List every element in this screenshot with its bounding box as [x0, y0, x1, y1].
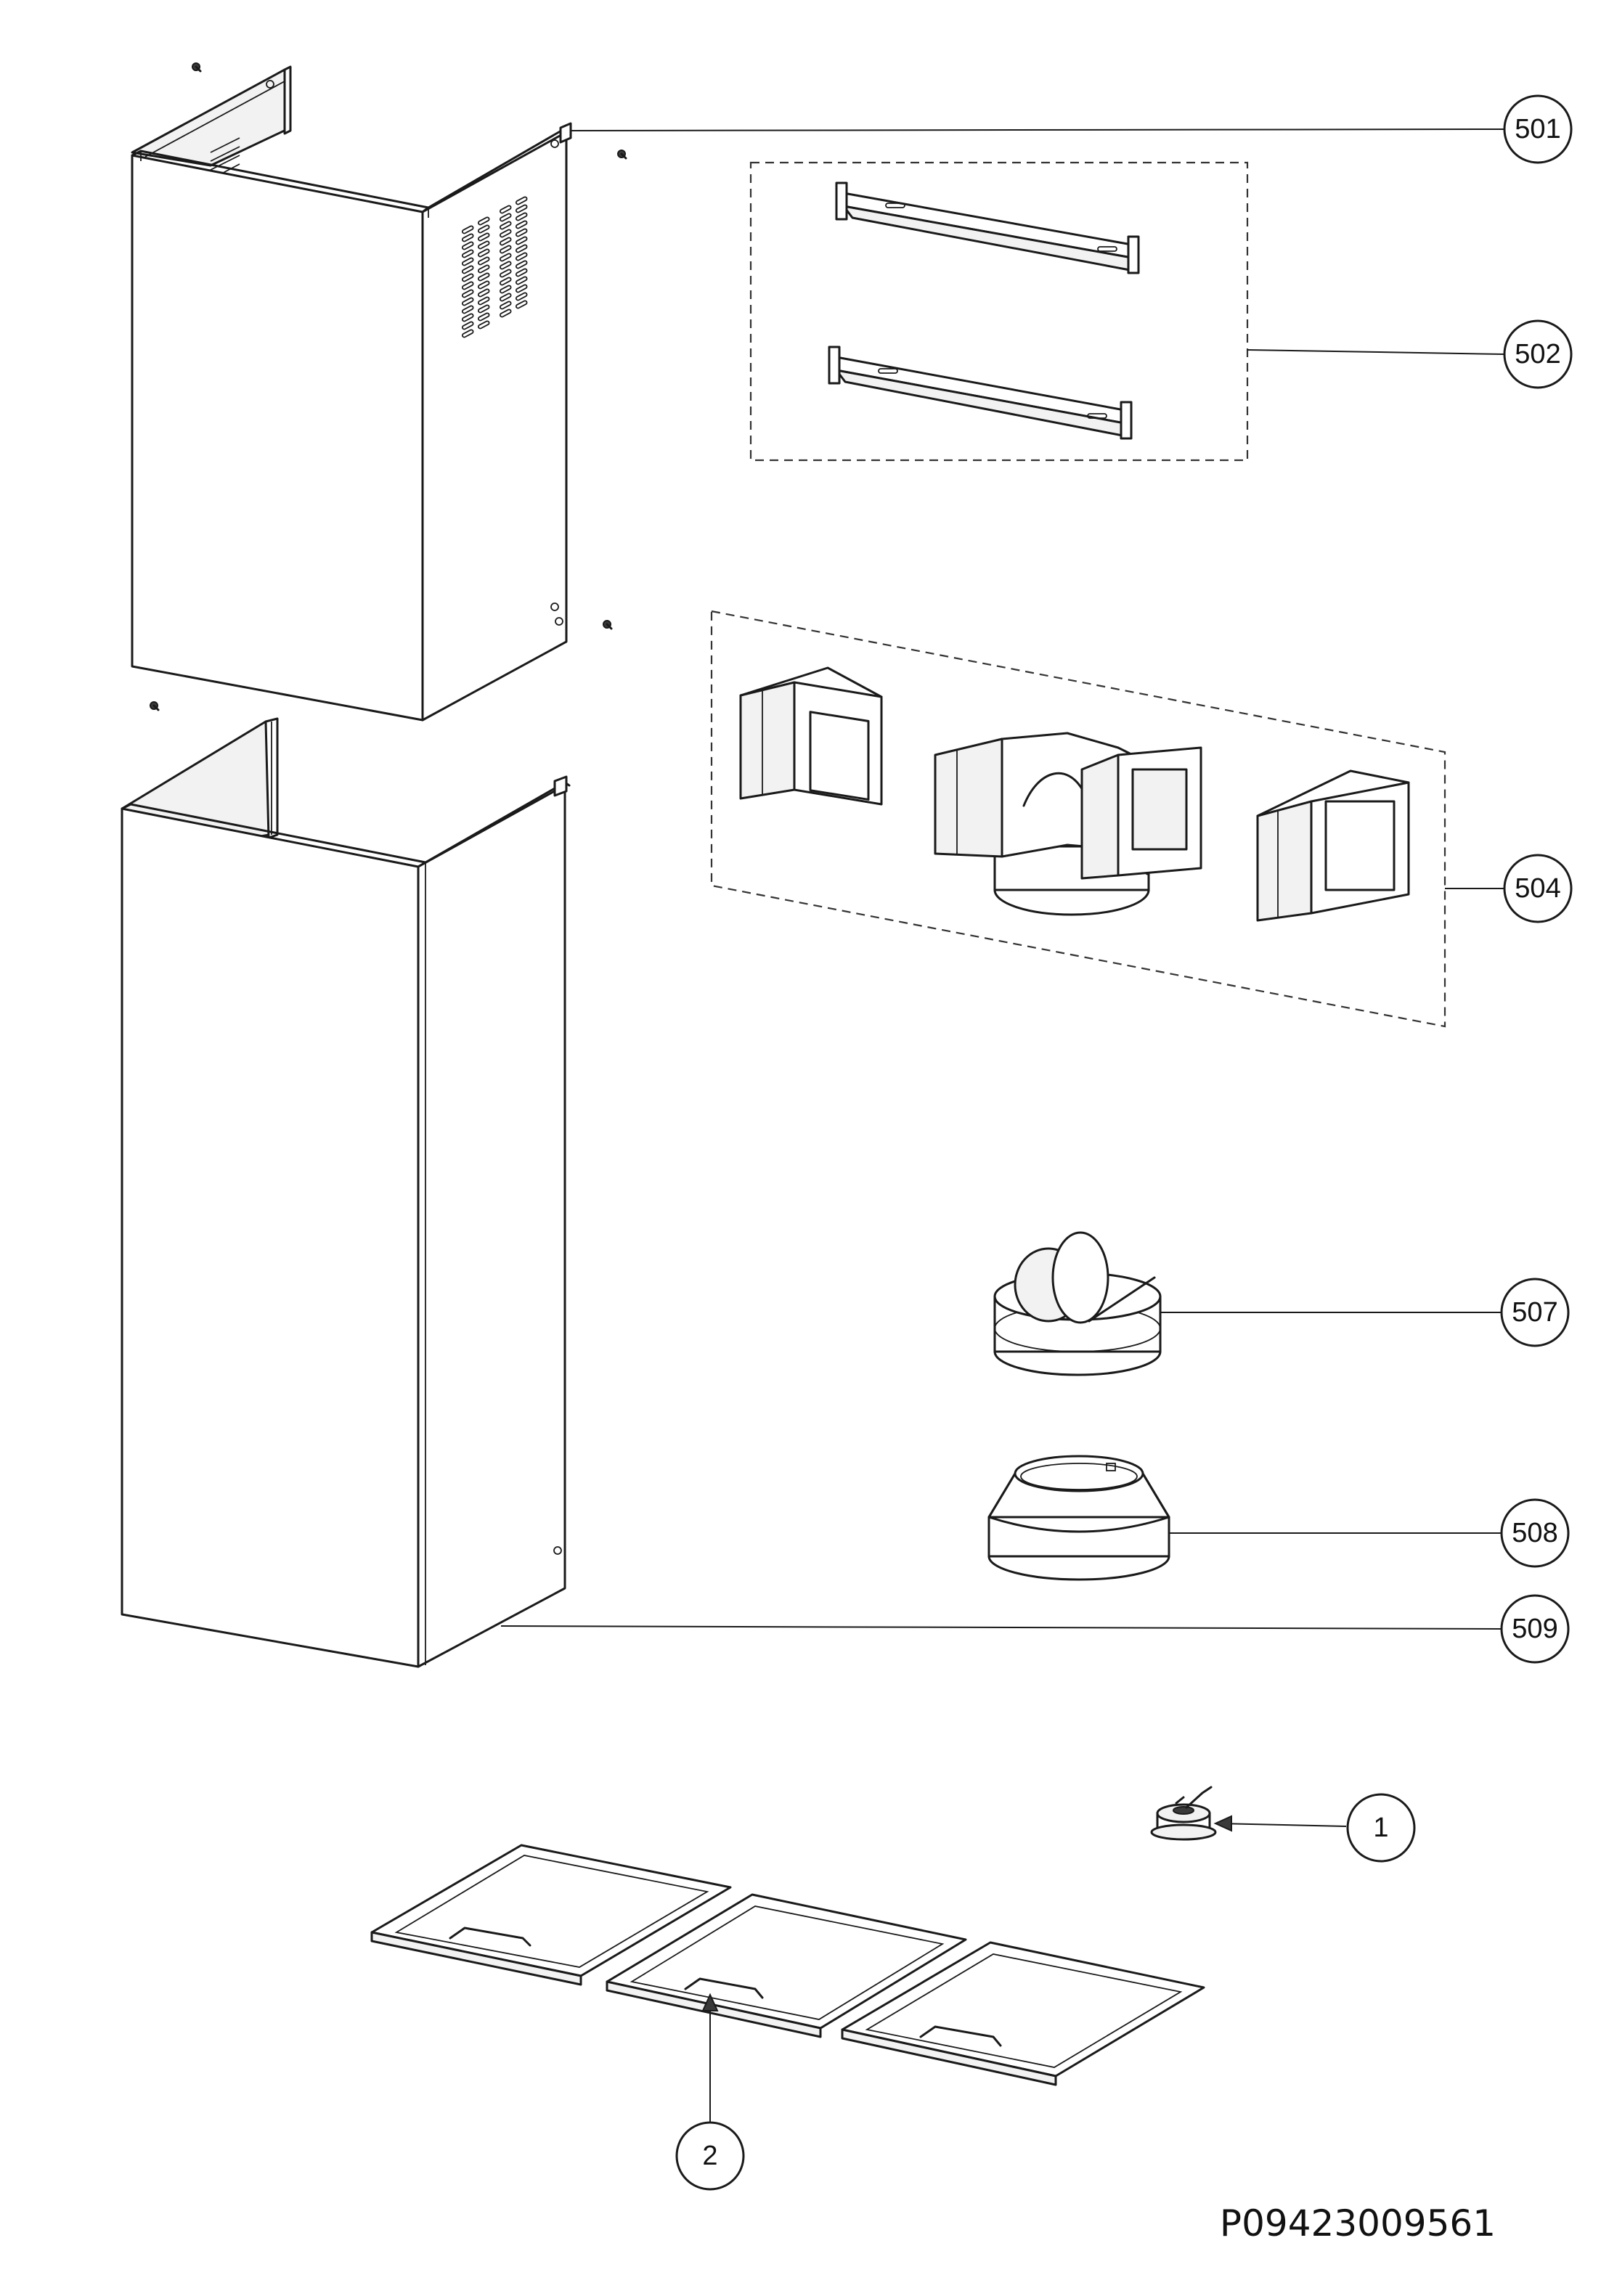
- callout-504: 504: [1503, 854, 1573, 923]
- callout-507: 507: [1500, 1278, 1570, 1347]
- vent-slot: [477, 312, 490, 322]
- screw-icon: [150, 62, 627, 711]
- part-2-grease-filters: [370, 1844, 1205, 2086]
- vent-slot: [499, 213, 512, 222]
- vent-slot: [499, 285, 512, 294]
- vent-slot: [477, 240, 490, 250]
- vent-slot: [515, 244, 528, 253]
- vent-slot: [477, 264, 490, 274]
- vent-slot: [477, 288, 490, 298]
- vent-slot: [499, 229, 512, 238]
- vent-slot: [477, 320, 490, 330]
- part-1-lamp: [1150, 1786, 1217, 1841]
- callout-509: 509: [1500, 1594, 1570, 1664]
- vent-slot: [499, 205, 512, 214]
- vent-slot: [499, 253, 512, 262]
- vent-slot: [515, 228, 528, 237]
- vent-slot: [477, 304, 490, 314]
- callout-501: 501: [1503, 94, 1573, 164]
- svg-text:507: 507: [1512, 1297, 1557, 1328]
- vent-slot: [461, 225, 474, 234]
- vent-slot: [461, 257, 474, 266]
- vent-slot: [461, 265, 474, 274]
- svg-text:504: 504: [1515, 873, 1560, 904]
- vent-slot: [461, 305, 474, 314]
- svg-text:501: 501: [1515, 114, 1560, 144]
- vent-slot: [499, 237, 512, 246]
- vent-slot: [461, 321, 474, 330]
- vent-slot: [477, 296, 490, 306]
- svg-text:1: 1: [1373, 1813, 1388, 1843]
- vent-slot: [515, 260, 528, 269]
- svg-text:509: 509: [1512, 1614, 1557, 1644]
- vent-slot: [499, 245, 512, 254]
- vent-slot: [477, 272, 490, 282]
- vent-slot: [515, 268, 528, 277]
- vent-slot: [461, 289, 474, 298]
- vent-slot: [477, 232, 490, 242]
- svg-text:2: 2: [702, 2141, 717, 2171]
- side-vent-slots: [461, 196, 528, 338]
- svg-text:502: 502: [1515, 339, 1560, 369]
- vent-slot: [515, 252, 528, 261]
- vent-slot: [477, 216, 490, 226]
- callout-502: 502: [1503, 319, 1573, 389]
- vent-slot: [461, 273, 474, 282]
- vent-slot: [461, 313, 474, 322]
- vent-slot: [515, 220, 528, 229]
- vent-slot: [515, 212, 528, 221]
- vent-slot: [461, 281, 474, 290]
- vent-slot: [461, 241, 474, 250]
- vent-slot: [499, 309, 512, 318]
- part-508-reducer: [987, 1455, 1170, 1581]
- vent-slot: [515, 292, 528, 301]
- vent-slot: [515, 236, 528, 245]
- vent-slot: [515, 276, 528, 285]
- part-507-non-return-valve: [993, 1231, 1162, 1376]
- vent-slot: [461, 329, 474, 338]
- document-id: P09423009561: [1220, 2202, 1496, 2244]
- vent-slot: [477, 256, 490, 266]
- vent-slot: [499, 221, 512, 230]
- vent-slot: [499, 269, 512, 278]
- vent-slot: [461, 249, 474, 258]
- callout-2: 2: [675, 2121, 745, 2191]
- vent-slot: [515, 300, 528, 309]
- part-504-duct-adapters: [710, 610, 1446, 1028]
- vent-slot: [461, 233, 474, 242]
- vent-slot: [477, 280, 490, 290]
- vent-slot: [515, 204, 528, 213]
- part-509-lower-chimney: [121, 717, 571, 1668]
- svg-text:508: 508: [1512, 1518, 1557, 1548]
- part-501-upper-chimney: [131, 62, 627, 722]
- vent-slot: [499, 261, 512, 270]
- vent-slot: [499, 293, 512, 302]
- vent-slot: [477, 224, 490, 234]
- vent-slot: [499, 277, 512, 286]
- vent-slot: [515, 284, 528, 293]
- vent-slot: [499, 301, 512, 310]
- callout-1: 1: [1346, 1793, 1416, 1863]
- vent-slot: [461, 297, 474, 306]
- part-502-brackets: [749, 161, 1249, 462]
- callout-508: 508: [1500, 1498, 1570, 1568]
- vent-slot: [477, 248, 490, 258]
- callout-leaders: [500, 128, 1505, 2123]
- vent-slot: [515, 196, 528, 205]
